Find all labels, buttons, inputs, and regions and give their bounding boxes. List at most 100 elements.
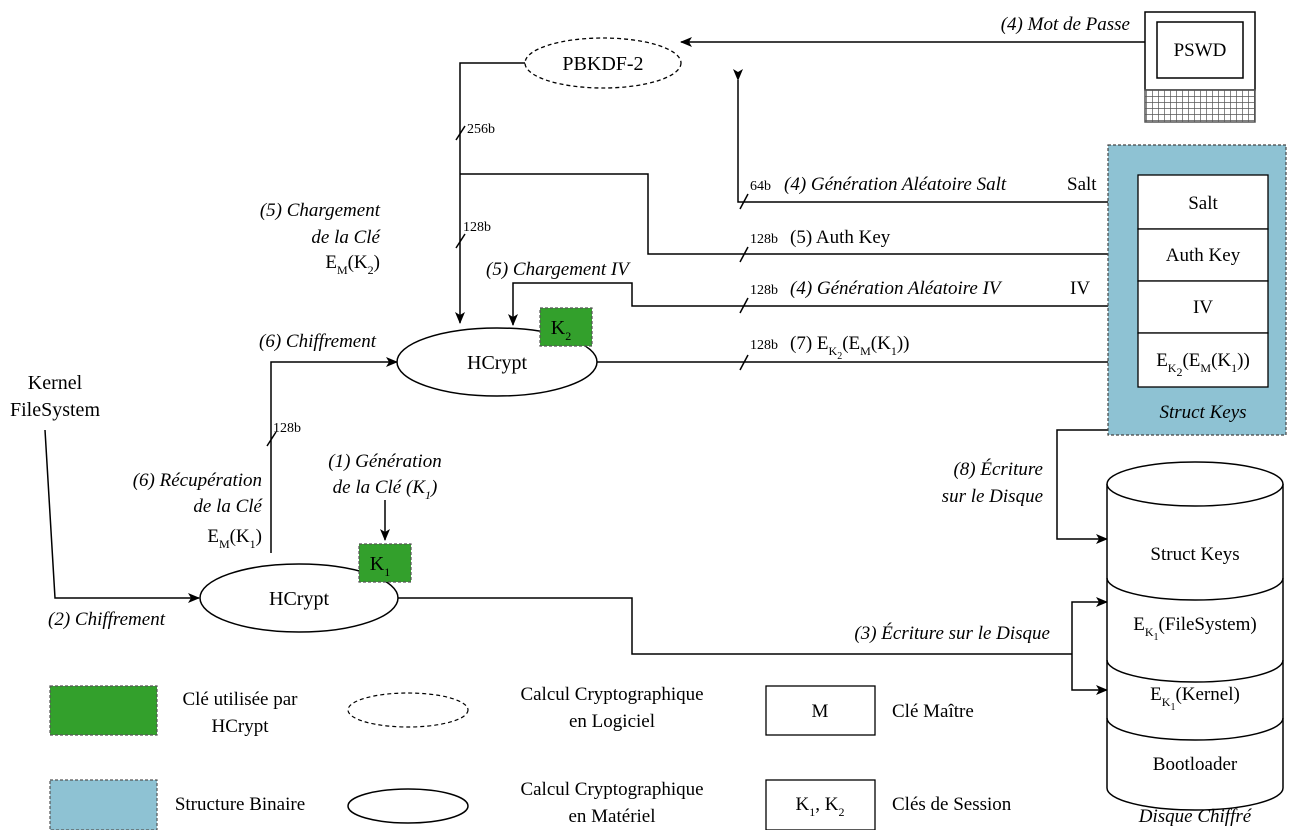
disk-struct-keys: Struct Keys [1150, 544, 1239, 565]
arrow-labels: (4) Mot de Passe 256b 128b 64b (4) Génér… [48, 14, 1130, 644]
bus-tick-auth [739, 246, 749, 263]
legend-sw-calc-shape [347, 692, 469, 728]
legend-sw-calc-2: en Logiciel [569, 711, 655, 732]
label-128b-auth: 128b [750, 232, 778, 247]
legend-session-box [765, 779, 876, 830]
pbkdf-node: PBKDF-2 [524, 37, 682, 89]
label-recuperation-2: de la Clé [193, 496, 263, 517]
hcrypt-top-label: HCrypt [467, 352, 527, 374]
label-em-k1: EM(K1) [207, 526, 262, 551]
struct-cipher [1137, 332, 1269, 388]
encrypted-disk: Struct Keys EK1(FileSystem) EK1(Kernel) … [1106, 461, 1284, 827]
password-terminal: PSWD [1144, 11, 1256, 123]
disk-divider-2 [1106, 659, 1284, 683]
arrow-struct-to-disk [1056, 429, 1108, 544]
label-128b-k2: 128b [463, 220, 491, 235]
connectors [44, 37, 1145, 695]
label-128b-k1: 128b [273, 421, 301, 436]
struct-salt-label: Salt [1188, 193, 1218, 214]
bus-tick-256 [455, 125, 466, 141]
label-iv-tail: IV [1070, 278, 1090, 299]
key-k1-badge [358, 543, 412, 583]
label-step7: (7) EK2(EM(K1)) [790, 333, 910, 362]
disk-caption: Disque Chiffré [1138, 806, 1253, 827]
arrow-salt-bidirectional [733, 69, 1139, 207]
label-auth-key: (5) Auth Key [790, 227, 891, 248]
legend-sw-calc-1: Calcul Cryptographique [520, 684, 703, 705]
arrow-auth-key [460, 173, 1139, 259]
legend-hw-key-2: HCrypt [212, 716, 270, 737]
legend: Clé utilisée par HCrypt Structure Binair… [49, 684, 1012, 830]
struct-cipher-label: EK2(EM(K1)) [1156, 350, 1250, 379]
arrow-iv-to-hcrypt [508, 282, 1138, 326]
arrow-pbkdf-to-hcrypt-top [455, 62, 525, 324]
label-salt-gen: (4) Génération Aléatoire Salt [784, 174, 1007, 195]
label-ecriture-8-2: sur le Disque [942, 486, 1043, 507]
label-chiffrement-2: (2) Chiffrement [48, 609, 166, 630]
label-em-k2: EM(K2) [325, 252, 380, 277]
arrow-fs-to-hcrypt [44, 429, 200, 603]
bus-tick-salt [739, 193, 749, 210]
hcrypt-bottom: HCrypt K1 [199, 543, 412, 633]
bus-tick-128-k1 [266, 431, 277, 447]
label-ecriture-3: (3) Écriture sur le Disque [854, 622, 1050, 644]
legend-session-label: Clés de Session [892, 794, 1012, 815]
key-k2-label: K2 [551, 317, 571, 343]
kernel-label: Kernel [28, 372, 83, 394]
label-128b-ek2: 128b [750, 338, 778, 353]
label-ecriture-8-1: (8) Écriture [953, 458, 1043, 480]
legend-struct-label: Structure Binaire [175, 794, 305, 815]
legend-session-box-label: K1, K2 [796, 794, 845, 819]
struct-iv [1137, 280, 1269, 334]
pbkdf-label: PBKDF-2 [562, 53, 643, 75]
legend-hw-calc-2: en Matériel [568, 806, 655, 827]
label-chiffrement-6: (6) Chiffrement [259, 331, 377, 352]
arrow-to-disk-kernel [1071, 654, 1108, 695]
pswd-label: PSWD [1174, 40, 1227, 61]
disk-divider-1 [1106, 577, 1284, 601]
struct-keys-title: Struct Keys [1159, 402, 1246, 423]
label-iv-gen: (4) Génération Aléatoire IV [790, 278, 1003, 299]
disk-kernel: EK1(Kernel) [1150, 684, 1240, 713]
disk-filesystem: EK1(FileSystem) [1133, 614, 1256, 643]
key-k2-badge [539, 307, 593, 347]
keyboard-icon [1144, 89, 1256, 123]
bus-tick-ek2 [739, 354, 749, 371]
legend-hw-calc-shape [347, 788, 469, 824]
label-64b: 64b [750, 179, 771, 194]
label-generation-2: de la Clé (K1) [333, 477, 438, 502]
label-256b: 256b [467, 122, 495, 137]
legend-hw-key-1: Clé utilisée par [182, 689, 298, 710]
label-chargement-cle-2: de la Clé [311, 227, 381, 248]
legend-struct-swatch [49, 779, 158, 830]
arrow-hcrypt-to-disk [398, 597, 1072, 655]
bus-tick-iv [739, 297, 749, 314]
label-chargement-iv: (5) Chargement IV [486, 259, 631, 280]
struct-iv-label: IV [1193, 297, 1213, 318]
label-128b-iv: 128b [750, 283, 778, 298]
legend-hw-key-swatch [49, 685, 158, 736]
hcrypt-top: HCrypt K2 [396, 307, 598, 397]
filesystem-label: FileSystem [10, 399, 100, 421]
label-mot-de-passe: (4) Mot de Passe [1001, 14, 1130, 35]
arrow-to-disk-fs [1071, 597, 1108, 654]
legend-hw-calc-1: Calcul Cryptographique [520, 779, 703, 800]
legend-master-label: Clé Maître [892, 701, 974, 722]
label-salt-tail: Salt [1067, 174, 1097, 195]
arrow-recup-to-hcrypt [270, 357, 398, 553]
hcrypt-bottom-label: HCrypt [269, 588, 329, 610]
legend-master-box-label: M [812, 701, 829, 722]
label-chargement-cle-1: (5) Chargement [260, 200, 381, 221]
struct-salt [1137, 174, 1269, 230]
disk-bootloader: Bootloader [1153, 754, 1238, 775]
struct-auth-label: Auth Key [1166, 245, 1241, 266]
label-generation-1: (1) Génération [328, 451, 441, 472]
struct-keys-block: Salt Auth Key IV EK2(EM(K1)) Struct Keys [1107, 144, 1287, 436]
label-recuperation-1: (6) Récupération [133, 470, 262, 491]
disk-divider-3 [1106, 717, 1284, 741]
legend-master-box [765, 685, 876, 736]
key-k1-label: K1 [370, 553, 390, 579]
struct-auth-key [1137, 228, 1269, 282]
